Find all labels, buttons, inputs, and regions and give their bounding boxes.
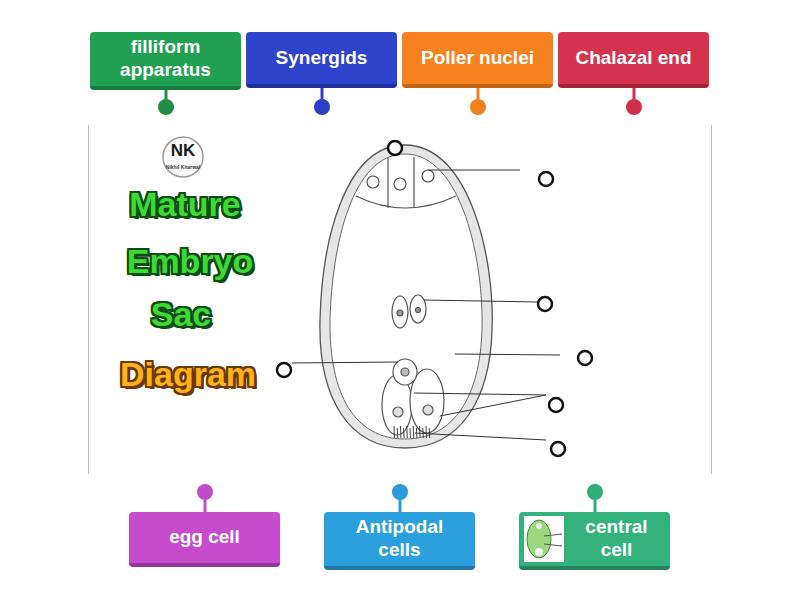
polar-nuclei xyxy=(392,295,426,328)
tag-label: Synergids xyxy=(276,47,368,70)
sac-cavity xyxy=(330,154,482,439)
logo-text: NK xyxy=(171,142,196,160)
title-word: Sac xyxy=(151,297,212,333)
tag-label: egg cell xyxy=(169,526,240,549)
logo-circle xyxy=(163,137,203,177)
antipodal-cells xyxy=(356,157,456,208)
tag-label: Poller nuclei xyxy=(421,47,534,70)
title-word: Mature xyxy=(129,187,240,223)
tag-label: central cell xyxy=(569,516,664,562)
tag-pins xyxy=(158,88,642,512)
sac-wall xyxy=(320,145,492,448)
logo-subtext: Nikhil Kharwal xyxy=(166,165,200,170)
title-word: Diagram xyxy=(120,357,256,393)
answer-tag: Chalazal end xyxy=(558,32,709,88)
panel-edge xyxy=(88,125,89,474)
drop-targets xyxy=(277,141,592,456)
answer-tag: Synergids xyxy=(246,32,397,88)
egg-apparatus xyxy=(382,359,444,435)
tag-label: Antipodal cells xyxy=(332,516,467,562)
tag-label: Chalazal end xyxy=(575,47,691,70)
tag-label: filliform apparatus xyxy=(98,36,233,82)
title-word: Embryo xyxy=(127,244,254,280)
answer-tag: central cell xyxy=(519,512,670,570)
answer-tag: egg cell xyxy=(129,512,280,567)
panel-edge xyxy=(711,125,712,474)
image-panel xyxy=(88,125,712,474)
leader-lines xyxy=(292,170,560,440)
answer-tag: Antipodal cells xyxy=(324,512,475,570)
answer-tag: Poller nuclei xyxy=(402,32,553,88)
filiform-apparatus xyxy=(394,426,430,438)
answer-tag: filliform apparatus xyxy=(90,32,241,90)
thumbnail-image xyxy=(524,516,564,562)
